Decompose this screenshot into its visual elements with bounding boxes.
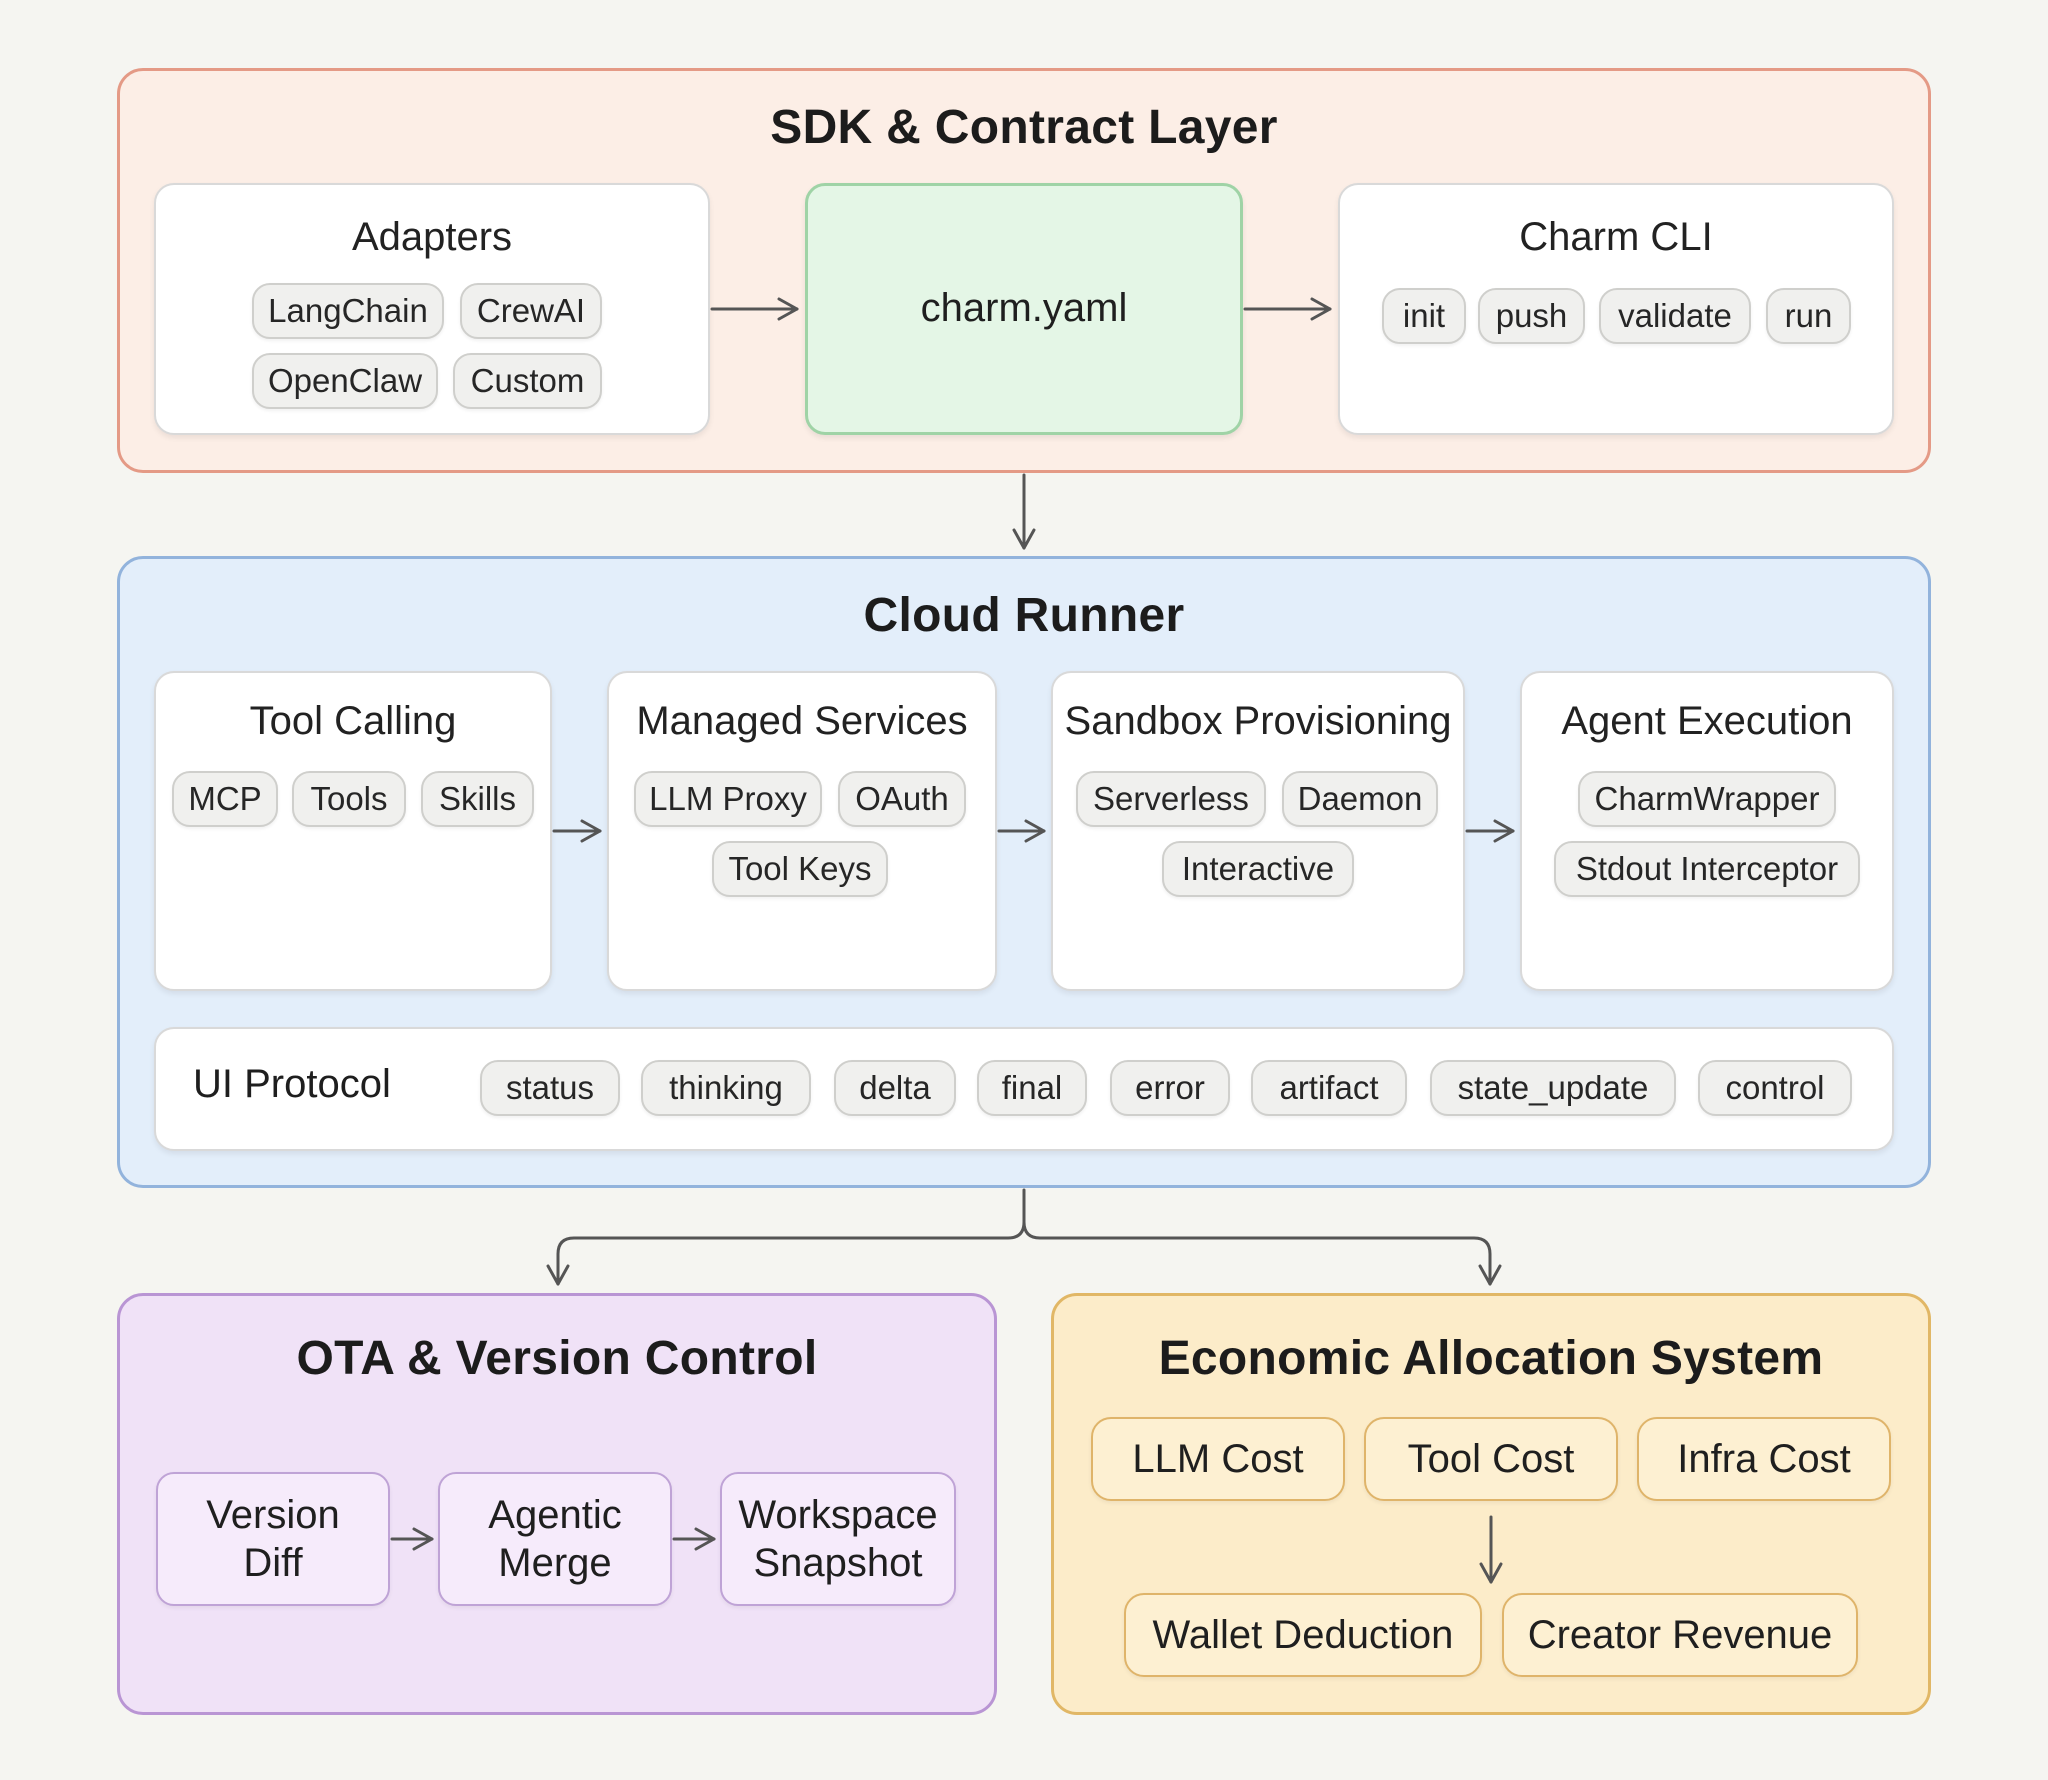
ota-step-line: Version: [206, 1493, 340, 1537]
arrow-cloud-to-economic: [1022, 1220, 1502, 1286]
ui-pill-delta: delta: [834, 1060, 956, 1116]
sandbox-pill-serverless: Serverless: [1076, 771, 1266, 827]
economic-title: Economic Allocation System: [1158, 1332, 1824, 1385]
agent-pill-charmwrapper: CharmWrapper: [1578, 771, 1836, 827]
ui-pill-error: error: [1110, 1060, 1230, 1116]
cli-pill-push: push: [1478, 288, 1585, 344]
tool-calling-title: Tool Calling: [249, 699, 457, 743]
adapter-pill-custom: Custom: [453, 353, 602, 409]
adapters-title: Adapters: [351, 215, 513, 259]
sandbox-pill-daemon: Daemon: [1282, 771, 1438, 827]
tool-pill-mcp: MCP: [172, 771, 278, 827]
adapter-pill-langchain: LangChain: [252, 283, 444, 339]
ui-protocol-label: UI Protocol: [193, 1062, 391, 1106]
tool-pill-tools: Tools: [292, 771, 406, 827]
agent-pill-stdout-interceptor: Stdout Interceptor: [1554, 841, 1860, 897]
cost-box-infra: Infra Cost: [1637, 1417, 1891, 1501]
charm-yaml-label: charm.yaml: [920, 286, 1128, 330]
ui-pill-control: control: [1698, 1060, 1852, 1116]
agent-execution-title: Agent Execution: [1561, 699, 1853, 743]
cli-pill-init: init: [1382, 288, 1466, 344]
adapter-pill-openclaw: OpenClaw: [252, 353, 438, 409]
cost-box-llm: LLM Cost: [1091, 1417, 1345, 1501]
cloud-runner-title: Cloud Runner: [863, 589, 1185, 642]
charm-yaml-contract: charm.yaml: [805, 183, 1243, 435]
service-pill-tool-keys: Tool Keys: [712, 841, 888, 897]
ui-pill-thinking: thinking: [641, 1060, 811, 1116]
sandbox-provisioning-card: Sandbox Provisioning: [1051, 671, 1465, 991]
service-pill-oauth: OAuth: [838, 771, 966, 827]
managed-services-title: Managed Services: [636, 699, 968, 743]
ota-step-line: Workspace: [738, 1493, 938, 1537]
tool-pill-skills: Skills: [421, 771, 534, 827]
arrow-cloud-to-ota: [546, 1188, 1026, 1286]
managed-services-card: Managed Services: [607, 671, 997, 991]
sandbox-pill-interactive: Interactive: [1162, 841, 1354, 897]
cli-pill-run: run: [1766, 288, 1851, 344]
creator-revenue-box: Creator Revenue: [1502, 1593, 1858, 1677]
sdk-layer-title: SDK & Contract Layer: [770, 101, 1278, 154]
ota-step-line: Agentic: [488, 1493, 622, 1537]
ota-step-line: Diff: [243, 1541, 303, 1585]
cost-box-tool: Tool Cost: [1364, 1417, 1618, 1501]
ui-pill-state-update: state_update: [1430, 1060, 1676, 1116]
ui-pill-artifact: artifact: [1251, 1060, 1407, 1116]
ota-step-line: Snapshot: [753, 1541, 923, 1585]
ui-pill-status: status: [480, 1060, 620, 1116]
wallet-deduction-box: Wallet Deduction: [1124, 1593, 1482, 1677]
agent-execution-card: Agent Execution: [1520, 671, 1894, 991]
sandbox-provisioning-title: Sandbox Provisioning: [1064, 699, 1452, 743]
ota-title: OTA & Version Control: [296, 1332, 818, 1385]
charm-cli-title: Charm CLI: [1519, 215, 1713, 259]
cli-pill-validate: validate: [1599, 288, 1751, 344]
ota-step-line: Merge: [498, 1541, 612, 1585]
service-pill-llm-proxy: LLM Proxy: [634, 771, 822, 827]
ui-pill-final: final: [977, 1060, 1087, 1116]
tool-calling-card: Tool Calling: [154, 671, 552, 991]
adapter-pill-crewai: CrewAI: [460, 283, 602, 339]
